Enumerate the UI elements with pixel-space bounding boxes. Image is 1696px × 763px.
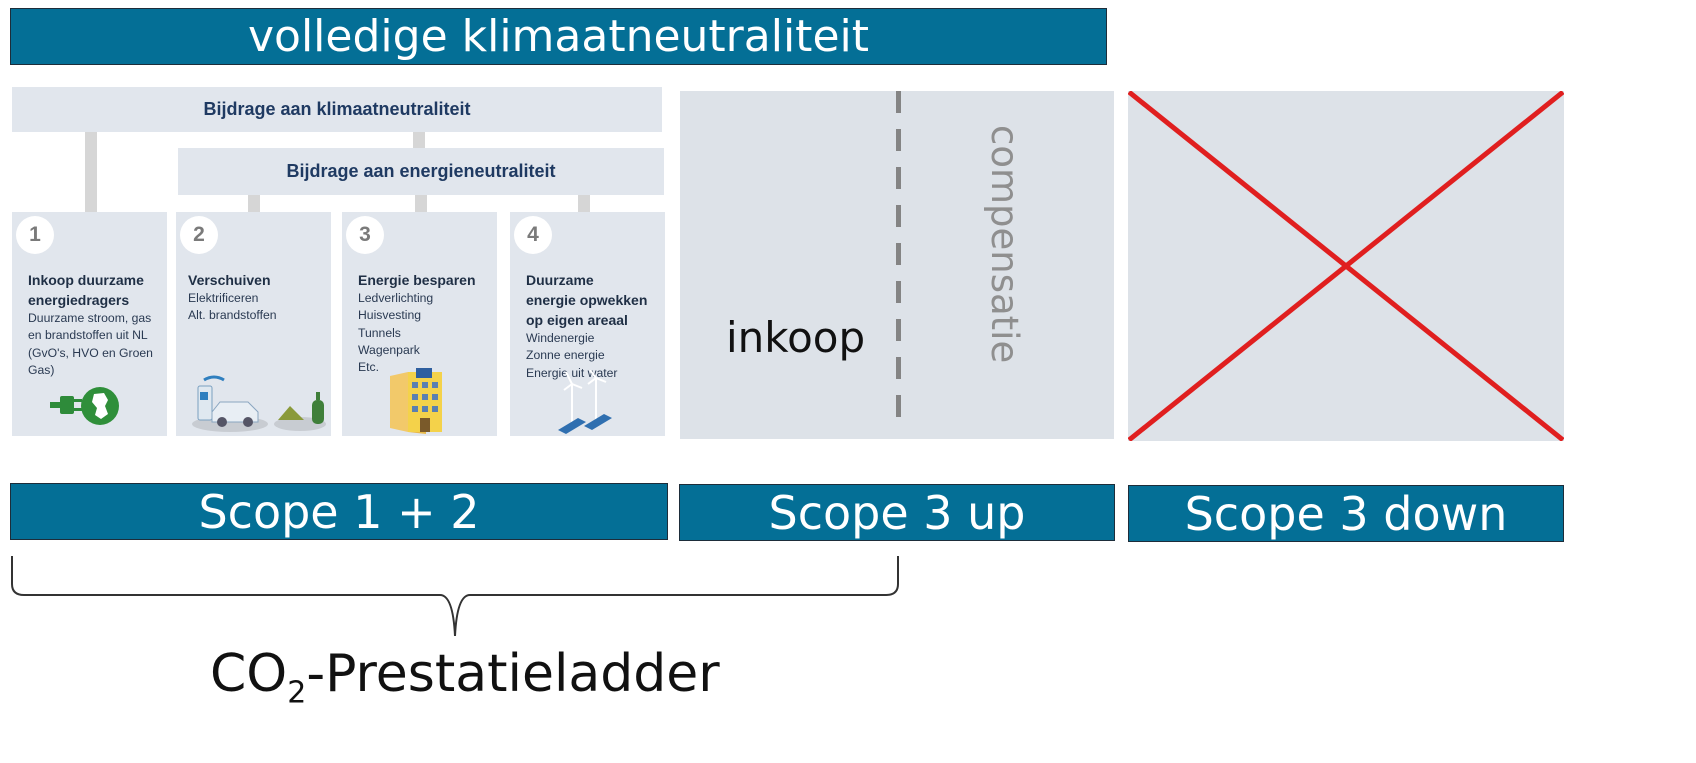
curly-brace [11, 556, 899, 637]
wind-solar-icon [558, 370, 612, 434]
step-number-badge: 1 [16, 216, 54, 254]
building-icon [390, 368, 442, 434]
connector [85, 130, 97, 212]
bar-energieneutraliteit-label: Bijdrage aan energieneutraliteit [286, 161, 556, 181]
card-text: Ledverlichting Huisvesting Tunnels Wagen… [358, 291, 434, 375]
scope-1-2-banner: Scope 1 + 2 [10, 483, 668, 540]
card-title: Duurzame energie opwekken op eigen areaa… [526, 270, 659, 382]
step-number-badge: 3 [346, 216, 384, 254]
card-title: Verschuiven Elektrificeren Alt. brandsto… [188, 270, 325, 325]
co2-prestatieladder-label: CO2-Prestatieladder [210, 644, 720, 711]
card-2-verschuiven: 2 Verschuiven Elektrificeren Alt. brands… [176, 212, 331, 436]
cross-icon [1128, 91, 1564, 441]
card-title: Energie besparen Ledverlichting Huisvest… [358, 270, 491, 376]
electric-car-charging-icon [192, 375, 326, 432]
top-banner-label: volledige klimaatneutraliteit [248, 11, 869, 62]
scope-3-down-panel [1128, 91, 1564, 441]
scope-3-down-label: Scope 3 down [1184, 486, 1508, 541]
card-text: Duurzame stroom, gas en brandstoffen uit… [28, 311, 153, 377]
card-4-duurzame-energie-opwekken: 4 Duurzame energie opwekken op eigen are… [510, 212, 665, 436]
card-3-energie-besparen: 3 Energie besparen Ledverlichting Huisve… [342, 212, 497, 436]
inkoop-label: inkoop [726, 313, 866, 362]
green-energy-plug-icon [50, 387, 119, 425]
scope-3-up-label: Scope 3 up [768, 485, 1026, 540]
step-number-badge: 2 [180, 216, 218, 254]
compensatie-label: compensatie [983, 125, 1026, 364]
card-title: Inkoop duurzame energiedragers Duurzame … [28, 270, 161, 379]
connector [413, 130, 425, 150]
scope-3-up-banner: Scope 3 up [679, 484, 1115, 541]
connector [415, 194, 427, 212]
scope-3-up-panel: inkoop compensatie [680, 91, 1114, 439]
bar-klimaatneutraliteit: Bijdrage aan klimaatneutraliteit [12, 87, 662, 132]
card-1-inkoop-duurzame-energiedragers: 1 Inkoop duurzame energiedragers Duurzam… [12, 212, 167, 436]
scope-3-down-banner: Scope 3 down [1128, 485, 1564, 542]
top-banner: volledige klimaatneutraliteit [10, 8, 1107, 65]
divider-dashed-line [896, 91, 901, 427]
connector [578, 194, 590, 212]
card-text: Elektrificeren Alt. brandstoffen [188, 291, 277, 323]
connector [248, 194, 260, 212]
bar-klimaatneutraliteit-label: Bijdrage aan klimaatneutraliteit [203, 99, 471, 119]
scope-1-2-label: Scope 1 + 2 [198, 484, 480, 539]
bar-energieneutraliteit: Bijdrage aan energieneutraliteit [178, 148, 664, 195]
step-number-badge: 4 [514, 216, 552, 254]
